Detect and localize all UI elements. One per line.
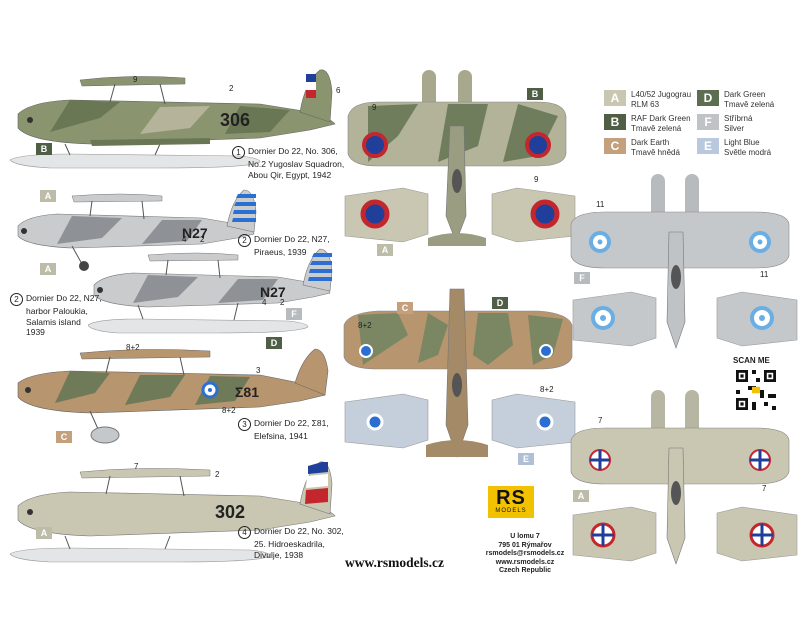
company-address: U lomu 7 795 01 Rýmařov rsmodels@rsmodel… xyxy=(485,533,565,574)
underwing-aircraft-4-left xyxy=(572,506,657,562)
qr-code[interactable] xyxy=(736,370,776,410)
callout-7-top: 7 xyxy=(598,416,603,425)
underwing-aircraft-1-right xyxy=(491,187,576,243)
top-view-aircraft-1 xyxy=(347,70,567,246)
callout-3: 3 xyxy=(256,366,261,375)
underwing-aircraft-2-right xyxy=(491,393,576,449)
top-view-aircraft-2 xyxy=(343,288,573,458)
badge-c-top: C xyxy=(397,302,413,314)
underwing-aircraft-1-left xyxy=(344,187,429,243)
legend-swatch: D xyxy=(697,90,719,106)
badge-a-side2: A xyxy=(40,263,56,275)
underwing-aircraft-3-left xyxy=(572,291,657,347)
callout-8-2-under: 8+2 xyxy=(540,385,554,394)
callout-9-under: 9 xyxy=(534,175,539,184)
side-view-aircraft-3: N27 xyxy=(88,248,333,334)
callout-7-side: 7 xyxy=(134,462,139,471)
aircraft-code-n27-b: N27 xyxy=(260,284,286,300)
callout-6: 6 xyxy=(336,86,341,95)
callout-2b: 2 xyxy=(280,298,285,307)
callout-4b: 4 xyxy=(262,298,267,307)
callout-2c: 2 xyxy=(215,470,220,479)
callout-9-top: 9 xyxy=(372,103,377,112)
underwing-aircraft-2-left xyxy=(344,393,429,449)
badge-a-top2: A xyxy=(573,490,589,502)
side-view-aircraft-4: Σ81 xyxy=(17,348,329,444)
badge-b-top: B xyxy=(527,88,543,100)
legend-swatch: C xyxy=(604,138,626,154)
callout-2: 2 xyxy=(229,84,234,93)
top-view-aircraft-4 xyxy=(570,390,790,565)
callout-2a: 2 xyxy=(200,235,205,244)
legend-swatch: A xyxy=(604,90,626,106)
badge-a-side1: A xyxy=(40,190,56,202)
legend-swatch: E xyxy=(697,138,719,154)
badge-a-side3: A xyxy=(36,527,52,539)
badge-f-top: F xyxy=(574,272,590,284)
callout-8-2-top: 8+2 xyxy=(358,321,372,330)
badge-d-side: D xyxy=(266,337,282,349)
underwing-aircraft-3-right xyxy=(716,291,798,347)
badge-f-side: F xyxy=(286,308,302,320)
side-view-aircraft-5: 302 xyxy=(10,461,336,563)
aircraft-code-306: 306 xyxy=(220,110,250,130)
callout-9: 9 xyxy=(133,75,138,84)
badge-c-side: C xyxy=(56,431,72,443)
underwing-aircraft-4-right xyxy=(716,506,798,562)
aircraft-code-n27-a: N27 xyxy=(182,225,208,241)
aircraft-code-302: 302 xyxy=(215,502,245,522)
legend-swatch: B xyxy=(604,114,626,130)
callout-11-under: 11 xyxy=(760,270,769,279)
aircraft-code-sigma81: Σ81 xyxy=(235,384,259,400)
callout-8-2-side: 8+2 xyxy=(126,343,140,352)
badge-e-top: E xyxy=(518,453,534,465)
badge-a-top: A xyxy=(377,244,393,256)
top-view-aircraft-3 xyxy=(570,174,790,349)
badge-b-side: B xyxy=(36,143,52,155)
website-url[interactable]: www.rsmodels.cz xyxy=(345,555,444,570)
callout-7-under: 7 xyxy=(762,484,767,493)
callout-8-2-side-b: 8+2 xyxy=(222,406,236,415)
badge-d-top: D xyxy=(492,297,508,309)
side-view-aircraft-1: 306 xyxy=(10,69,336,169)
legend-swatch: F xyxy=(697,114,719,130)
callout-4a: 4 xyxy=(182,235,187,244)
side-view-aircraft-2: N27 xyxy=(17,189,257,271)
scan-me-label: SCAN ME xyxy=(733,356,770,365)
rs-models-logo: RS MODELS xyxy=(488,486,534,518)
callout-11-top: 11 xyxy=(596,200,605,209)
